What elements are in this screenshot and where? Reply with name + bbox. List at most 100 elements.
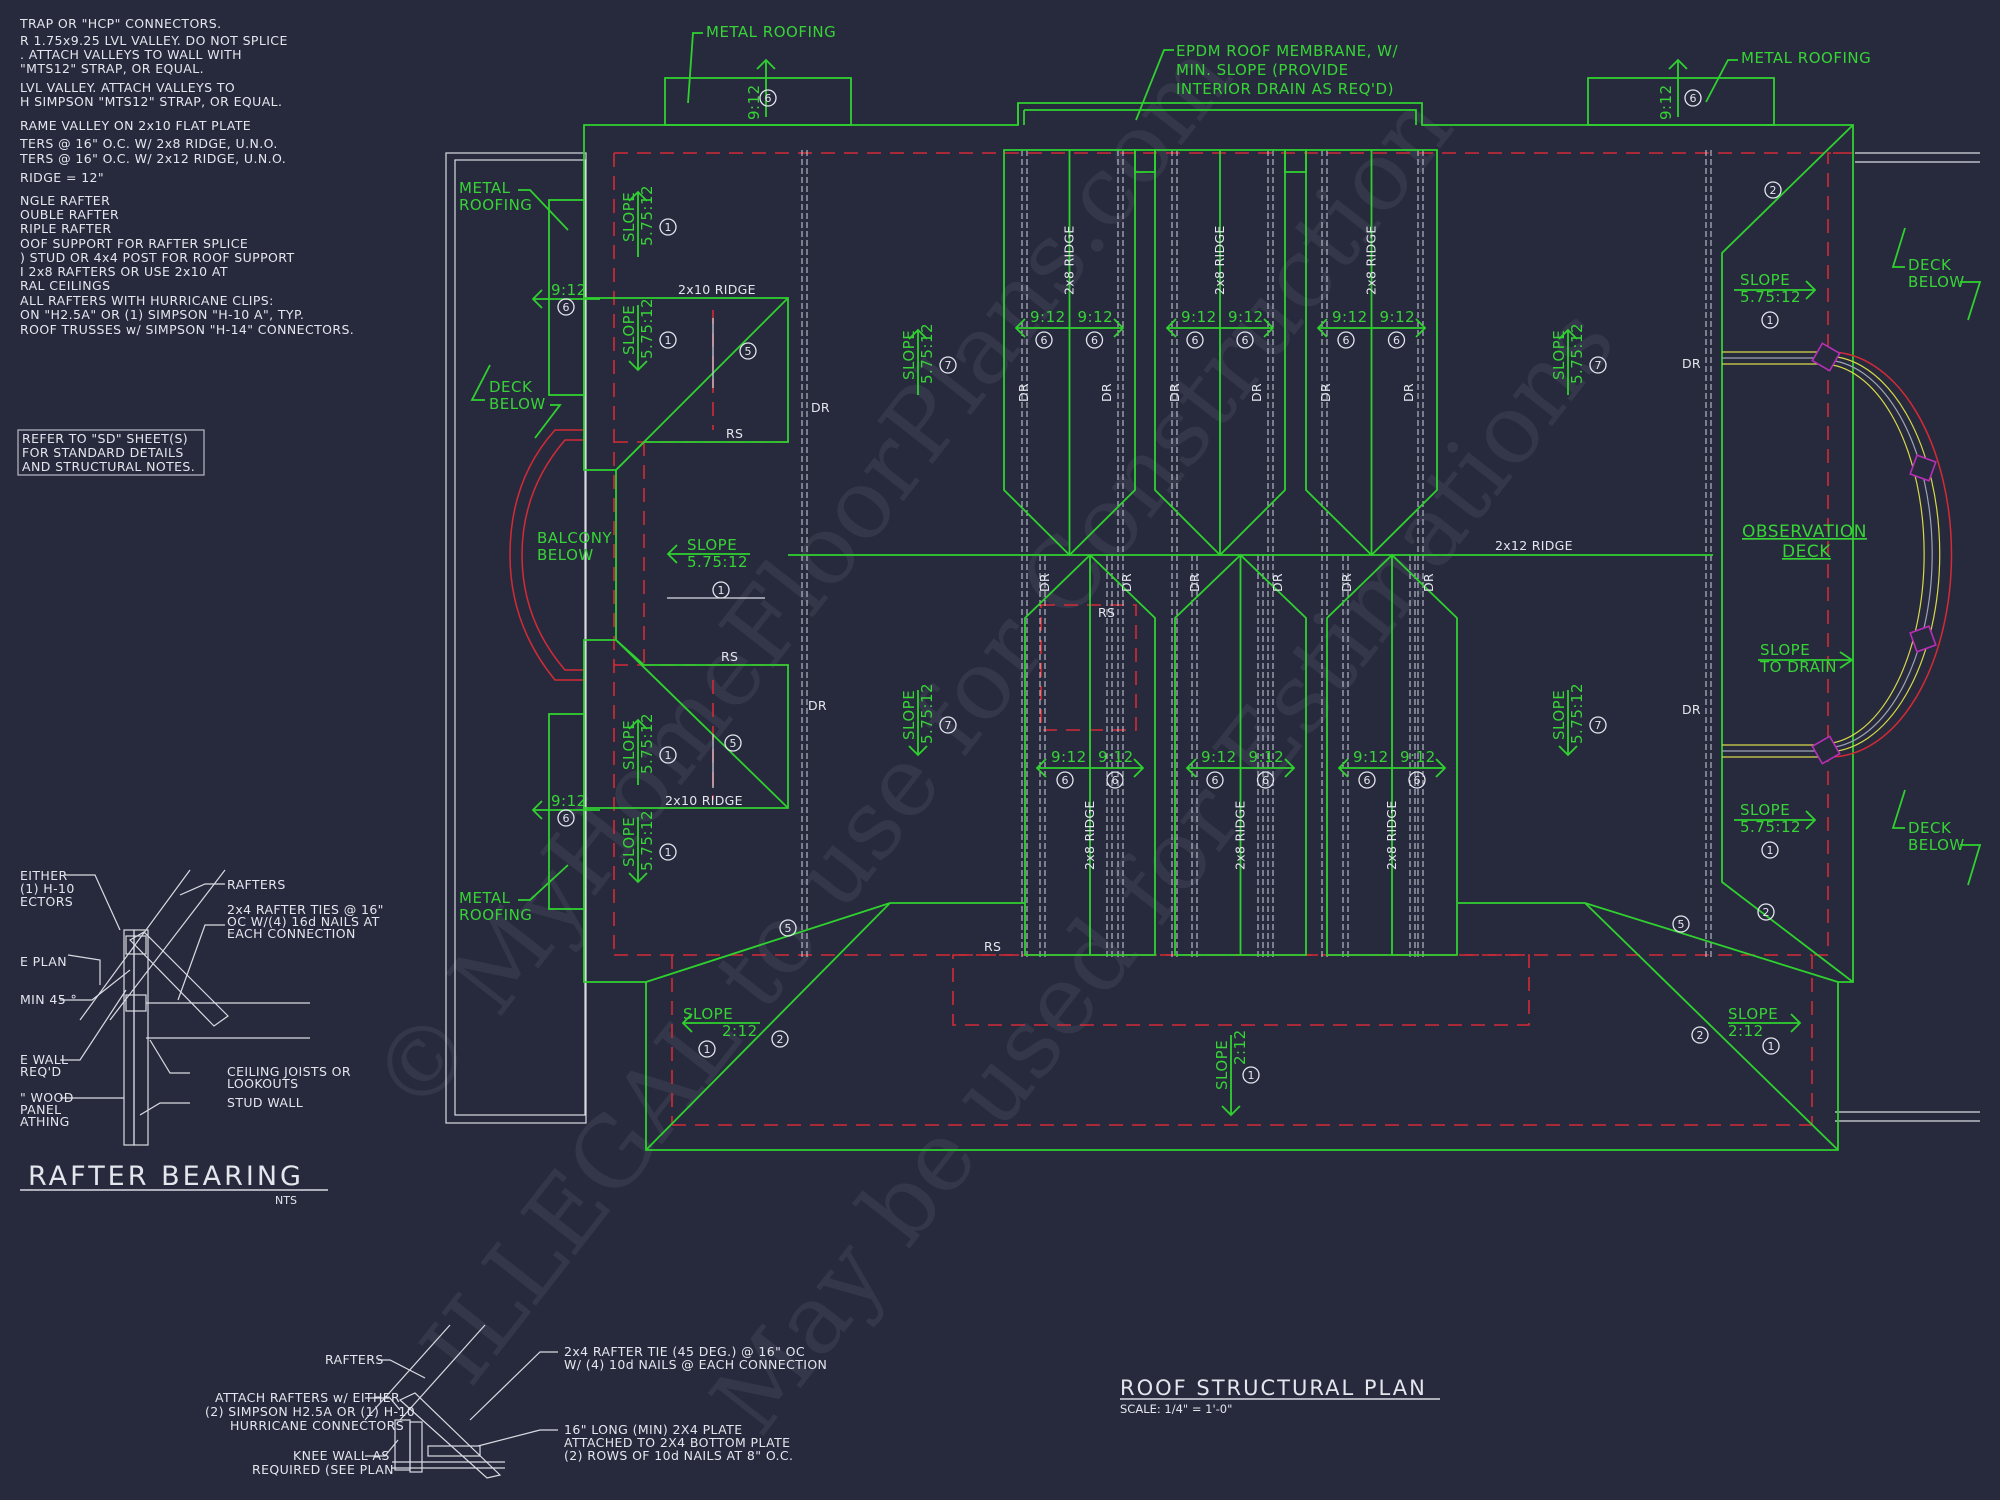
tag-number: 1 xyxy=(718,584,725,597)
detail-tag-6: 6 xyxy=(1408,771,1426,789)
tag-circle xyxy=(1206,771,1224,789)
ridge-label-2x10: 2x10 RIDGE xyxy=(678,282,756,297)
refer-box-frame xyxy=(17,429,205,476)
tag-number: 6 xyxy=(1091,334,1098,347)
upper-dormer xyxy=(1003,149,1136,557)
rafter-line xyxy=(399,1324,486,1421)
arrowhead xyxy=(531,289,543,309)
label-stud-wall: STUD WALL xyxy=(227,1095,303,1110)
knee-plate xyxy=(409,1421,423,1473)
double-rafter-label: DR xyxy=(1682,702,1701,717)
double-rafter-label: DR xyxy=(1401,383,1416,402)
label-ties-2: OC W/(4) 16d NAILS AT xyxy=(227,914,380,929)
dormer-pitch-left: 9:12 xyxy=(1181,308,1217,326)
tag-circle xyxy=(779,919,797,937)
detail-tag-1: 1 xyxy=(1242,1066,1260,1084)
roof-plan: METAL ROOFING METAL ROOFING EPDM ROOF ME… xyxy=(445,23,1982,1151)
general-note-line: TRAP OR "HCP" CONNECTORS. xyxy=(19,16,221,31)
slope-pitch: 5.75:12 xyxy=(638,185,656,246)
general-note-line: ) STUD OR 4x4 POST FOR ROOF SUPPORT xyxy=(20,250,295,265)
tag-number: 6 xyxy=(765,92,772,105)
rail-post xyxy=(1909,454,1937,482)
tag-circle xyxy=(557,298,575,316)
tag-number: 1 xyxy=(665,749,672,762)
arrowhead xyxy=(1805,810,1817,830)
detail-tag-7: 7 xyxy=(1589,356,1607,374)
hip-line xyxy=(645,902,891,1151)
detail-tag-6: 6 xyxy=(1236,331,1254,349)
dormer-pitch-right: 9:12 xyxy=(1098,748,1134,766)
tag-circle xyxy=(771,1030,789,1048)
slope-label: SLOPE xyxy=(620,305,638,355)
tag-number: 6 xyxy=(1690,92,1697,105)
arrowhead xyxy=(1435,758,1447,778)
tag-circle xyxy=(659,746,677,764)
detail-tag-7: 7 xyxy=(939,716,957,734)
detail-tag-5: 5 xyxy=(739,342,757,360)
ridge-label-2x8: 2x8 RIDGE xyxy=(1082,800,1097,870)
general-note-line: RAME VALLEY ON 2x10 FLAT PLATE xyxy=(20,118,251,133)
double-rafter-label: DR xyxy=(1249,383,1264,402)
slope-pitch: 5.75:12 xyxy=(1740,288,1801,306)
callout-balcony-1: BALCONY xyxy=(537,529,612,547)
detail-tag-6: 6 xyxy=(1358,771,1376,789)
kw-knee-2: REQUIRED (SEE PLAN xyxy=(252,1462,394,1477)
leader xyxy=(67,954,101,985)
tag-number: 1 xyxy=(704,1043,711,1056)
arrowhead xyxy=(1263,318,1275,338)
callout-deck-below-right-2: BELOW xyxy=(1908,273,1965,291)
detail-tag-6: 6 xyxy=(1256,771,1275,789)
tag-number: 6 xyxy=(1242,334,1249,347)
arrowhead xyxy=(628,718,648,730)
callout-deck-below-right-4: BELOW xyxy=(1908,836,1965,854)
general-note-line: ON "H2.5A" OR (1) SIMPSON "H-10 A", TYP. xyxy=(20,307,304,322)
double-rafter-label: DR xyxy=(1682,356,1701,371)
detail-tag-6: 6 xyxy=(1387,331,1406,349)
kw-plate-1: 16" LONG (MIN) 2X4 PLATE xyxy=(564,1422,743,1437)
rafter-bearing-title: RAFTER BEARING xyxy=(28,1161,304,1192)
detail-tag-2: 2 xyxy=(1691,1026,1709,1044)
dormer-pitch-right: 9:12 xyxy=(1249,748,1285,766)
general-note-line: H SIMPSON "MTS12" STRAP, OR EQUAL. xyxy=(20,94,282,109)
tag-number: 6 xyxy=(1343,334,1350,347)
lower-dormer xyxy=(1024,553,1156,956)
label-wall-2: REQ'D xyxy=(20,1064,61,1079)
ridge-label-2x8: 2x8 RIDGE xyxy=(1384,800,1399,870)
arrowhead xyxy=(1558,328,1578,340)
lower-wall-outline xyxy=(445,152,587,1124)
tag-number: 6 xyxy=(563,301,570,314)
leader-arrow xyxy=(518,864,569,901)
detail-tag-5: 5 xyxy=(724,734,742,752)
tag-circle xyxy=(1757,903,1775,921)
label-ceiling-1: CEILING JOISTS OR xyxy=(227,1064,351,1079)
label-sheathing-1: " WOOD xyxy=(20,1090,74,1105)
detail-tag-6: 6 xyxy=(557,809,575,827)
rafter-support-label: RS xyxy=(726,426,743,441)
rafter-support-label: RS xyxy=(1098,605,1115,620)
dormer-pitch-right: 9:12 xyxy=(1078,308,1114,326)
rail-yellow xyxy=(1825,355,1941,753)
tag-circle xyxy=(1236,331,1254,349)
leader-arrow xyxy=(1891,227,1906,268)
arrowhead xyxy=(1337,758,1349,778)
kw-rafters: RAFTERS xyxy=(325,1352,384,1367)
arrowhead xyxy=(1558,745,1578,757)
slope-pitch: 5.75:12 xyxy=(1568,683,1586,744)
sheathing xyxy=(133,929,149,1146)
tag-circle xyxy=(759,89,777,107)
leader xyxy=(60,969,131,1001)
upper-dormer xyxy=(1154,149,1286,557)
arrowhead xyxy=(1014,318,1026,338)
refer-line-2: FOR STANDARD DETAILS xyxy=(22,445,184,460)
ridge-label-2x10: 2x10 RIDGE xyxy=(665,793,743,808)
tag-number: 7 xyxy=(1595,719,1602,732)
detail-tag-5: 5 xyxy=(779,919,797,937)
detail-tag-1: 1 xyxy=(659,843,677,861)
arrowhead xyxy=(1035,758,1047,778)
tag-circle xyxy=(1035,331,1053,349)
tag-number: 1 xyxy=(1768,1040,1775,1053)
refer-line-1: REFER TO "SD" SHEET(S) xyxy=(22,431,188,446)
rafter-tie xyxy=(398,1392,502,1479)
label-sheathing-3: ATHING xyxy=(20,1114,70,1129)
detail-tag-1: 1 xyxy=(698,1040,716,1058)
